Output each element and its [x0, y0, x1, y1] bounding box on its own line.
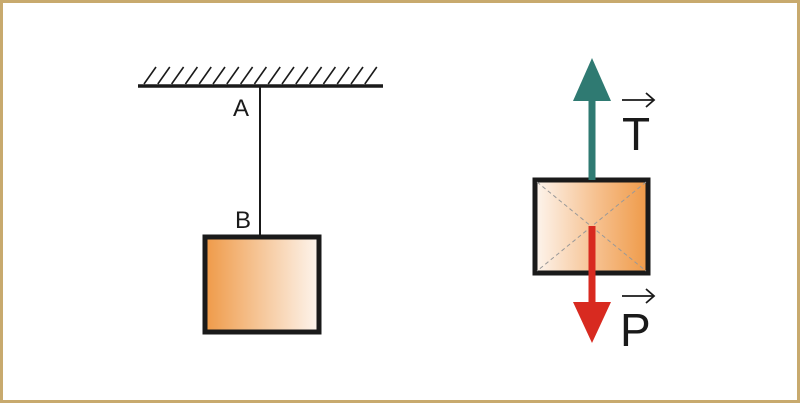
hanging-block — [202, 234, 322, 335]
weight-label-text: P — [620, 304, 651, 356]
hatch-mark — [364, 66, 378, 85]
hatch-mark — [281, 66, 295, 85]
hatch-mark — [336, 66, 350, 85]
hatch-mark — [226, 66, 240, 85]
hatch-mark — [308, 66, 323, 85]
weight-label: P — [620, 288, 656, 356]
hatch-mark — [322, 66, 337, 85]
ceiling-hatching — [143, 66, 378, 85]
hatch-mark — [253, 66, 268, 85]
hatch-mark — [170, 66, 185, 85]
tension-label-text: T — [622, 108, 650, 160]
hatch-mark — [267, 66, 281, 85]
hatch-mark — [239, 66, 254, 85]
hatch-mark — [350, 66, 364, 85]
label-point-a: A — [233, 95, 249, 122]
hatch-mark — [184, 66, 199, 85]
hatch-mark — [157, 66, 171, 85]
hatch-mark — [212, 66, 226, 85]
hatch-mark — [143, 66, 157, 85]
hanging-block-figure: A B — [138, 66, 383, 335]
hatch-mark — [295, 66, 309, 85]
free-body-diagram: T P — [532, 58, 656, 356]
weight-arrow — [573, 226, 611, 343]
tension-label: T — [622, 92, 656, 160]
hatch-mark — [198, 66, 212, 85]
tension-arrow — [573, 58, 611, 180]
label-point-b: B — [235, 207, 251, 234]
